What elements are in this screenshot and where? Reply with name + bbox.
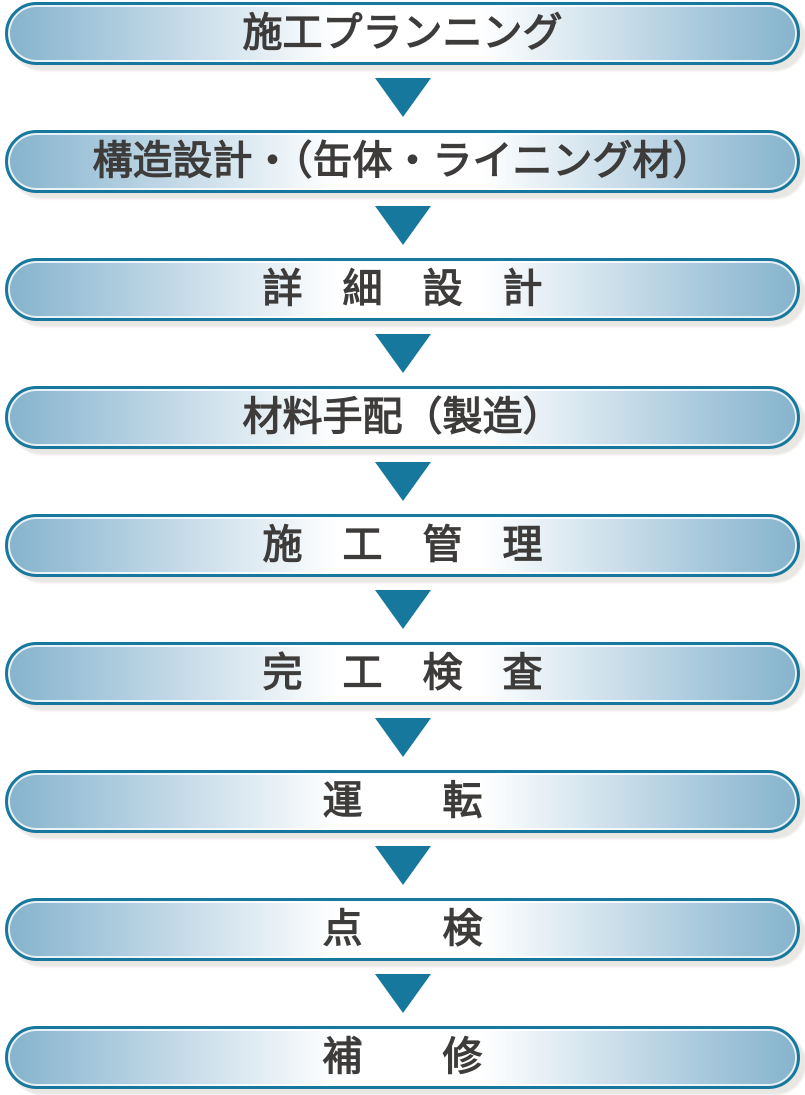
connector-row <box>374 65 431 130</box>
connector-row <box>374 321 431 386</box>
down-arrow-icon <box>374 846 431 885</box>
down-arrow-icon <box>374 206 431 245</box>
step-label: 点 検 <box>322 906 483 951</box>
down-arrow-icon <box>374 718 431 757</box>
step-box-structural-design: 構造設計・（缶体・ライニング材） <box>5 130 800 193</box>
step-box-operation: 運 転 <box>5 770 800 833</box>
down-arrow-icon <box>374 974 431 1013</box>
step-box-inspection: 点 検 <box>5 898 800 961</box>
down-arrow-icon <box>374 462 431 501</box>
step-label: 施 工 管 理 <box>262 522 543 567</box>
step-label: 運 転 <box>322 778 483 823</box>
step-box-construction-management: 施 工 管 理 <box>5 514 800 577</box>
step-box-construction-planning: 施工プランニング <box>5 2 800 65</box>
connector-row <box>374 577 431 642</box>
down-arrow-icon <box>374 334 431 373</box>
step-label: 完 工 検 査 <box>262 650 543 695</box>
connector-row <box>374 705 431 770</box>
connector-row <box>374 449 431 514</box>
step-box-completion-inspection: 完 工 検 査 <box>5 642 800 705</box>
step-box-detail-design: 詳 細 設 計 <box>5 258 800 321</box>
step-label: 補 修 <box>322 1034 483 1079</box>
connector-row <box>374 833 431 898</box>
step-label: 構造設計・（缶体・ライニング材） <box>92 138 713 183</box>
down-arrow-icon <box>374 78 431 117</box>
connector-row <box>374 193 431 258</box>
down-arrow-icon <box>374 590 431 629</box>
step-box-repair: 補 修 <box>5 1026 800 1089</box>
step-label: 詳 細 設 計 <box>262 266 543 311</box>
step-label: 施工プランニング <box>242 10 563 55</box>
connector-row <box>374 961 431 1026</box>
step-label: 材料手配（製造） <box>242 394 563 439</box>
step-box-material-procurement: 材料手配（製造） <box>5 386 800 449</box>
